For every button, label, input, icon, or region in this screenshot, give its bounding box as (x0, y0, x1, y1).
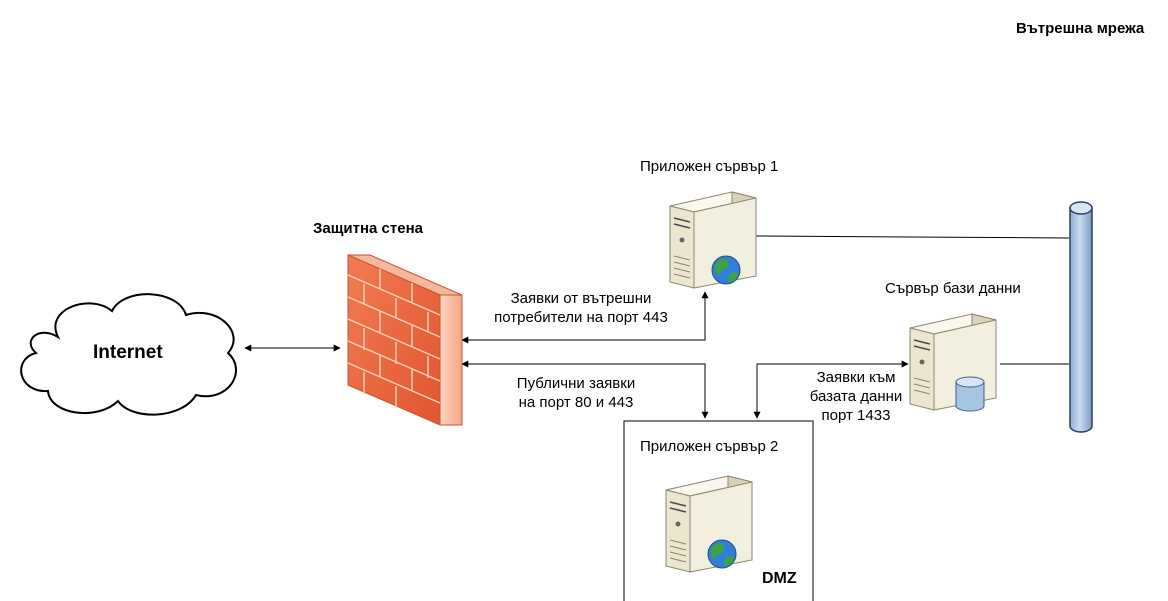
globe-icon (707, 539, 737, 569)
link-app-server-2-db-server (753, 360, 909, 419)
dmz-zone-label: DMZ (762, 570, 797, 587)
app-server-1-label: Приложен сървър 1 (640, 158, 779, 175)
cloud-icon (20, 293, 237, 416)
web-server-icon (665, 475, 753, 573)
db-server-label: Сървър бази данни (885, 280, 1021, 297)
dmz-zone-border (623, 420, 814, 601)
link-app-server-1-backbone (754, 235, 1070, 239)
db-requests-label: Заявки към базата данни порт 1433 (809, 369, 903, 424)
link-firewall-app-server-1 (461, 291, 709, 344)
public-requests-label: Публични заявки на порт 80 и 443 (516, 375, 636, 411)
link-firewall-app-server-2 (461, 360, 709, 419)
app-server-2-label: Приложен сървър 2 (640, 438, 779, 455)
globe-icon (711, 255, 741, 285)
network-backbone-icon (1069, 201, 1093, 433)
database-cylinder-icon (955, 376, 985, 412)
internet-label: Internet (93, 342, 163, 363)
internal-requests-label: Заявки от вътрешни потребители на порт 4… (494, 290, 668, 326)
firewall-label: Защитна стена (313, 220, 423, 237)
database-server-icon (909, 313, 997, 412)
web-server-icon (669, 191, 757, 289)
firewall-brick-icon (347, 254, 463, 426)
internal-network-label: Вътрешна мрежа (1016, 20, 1145, 37)
